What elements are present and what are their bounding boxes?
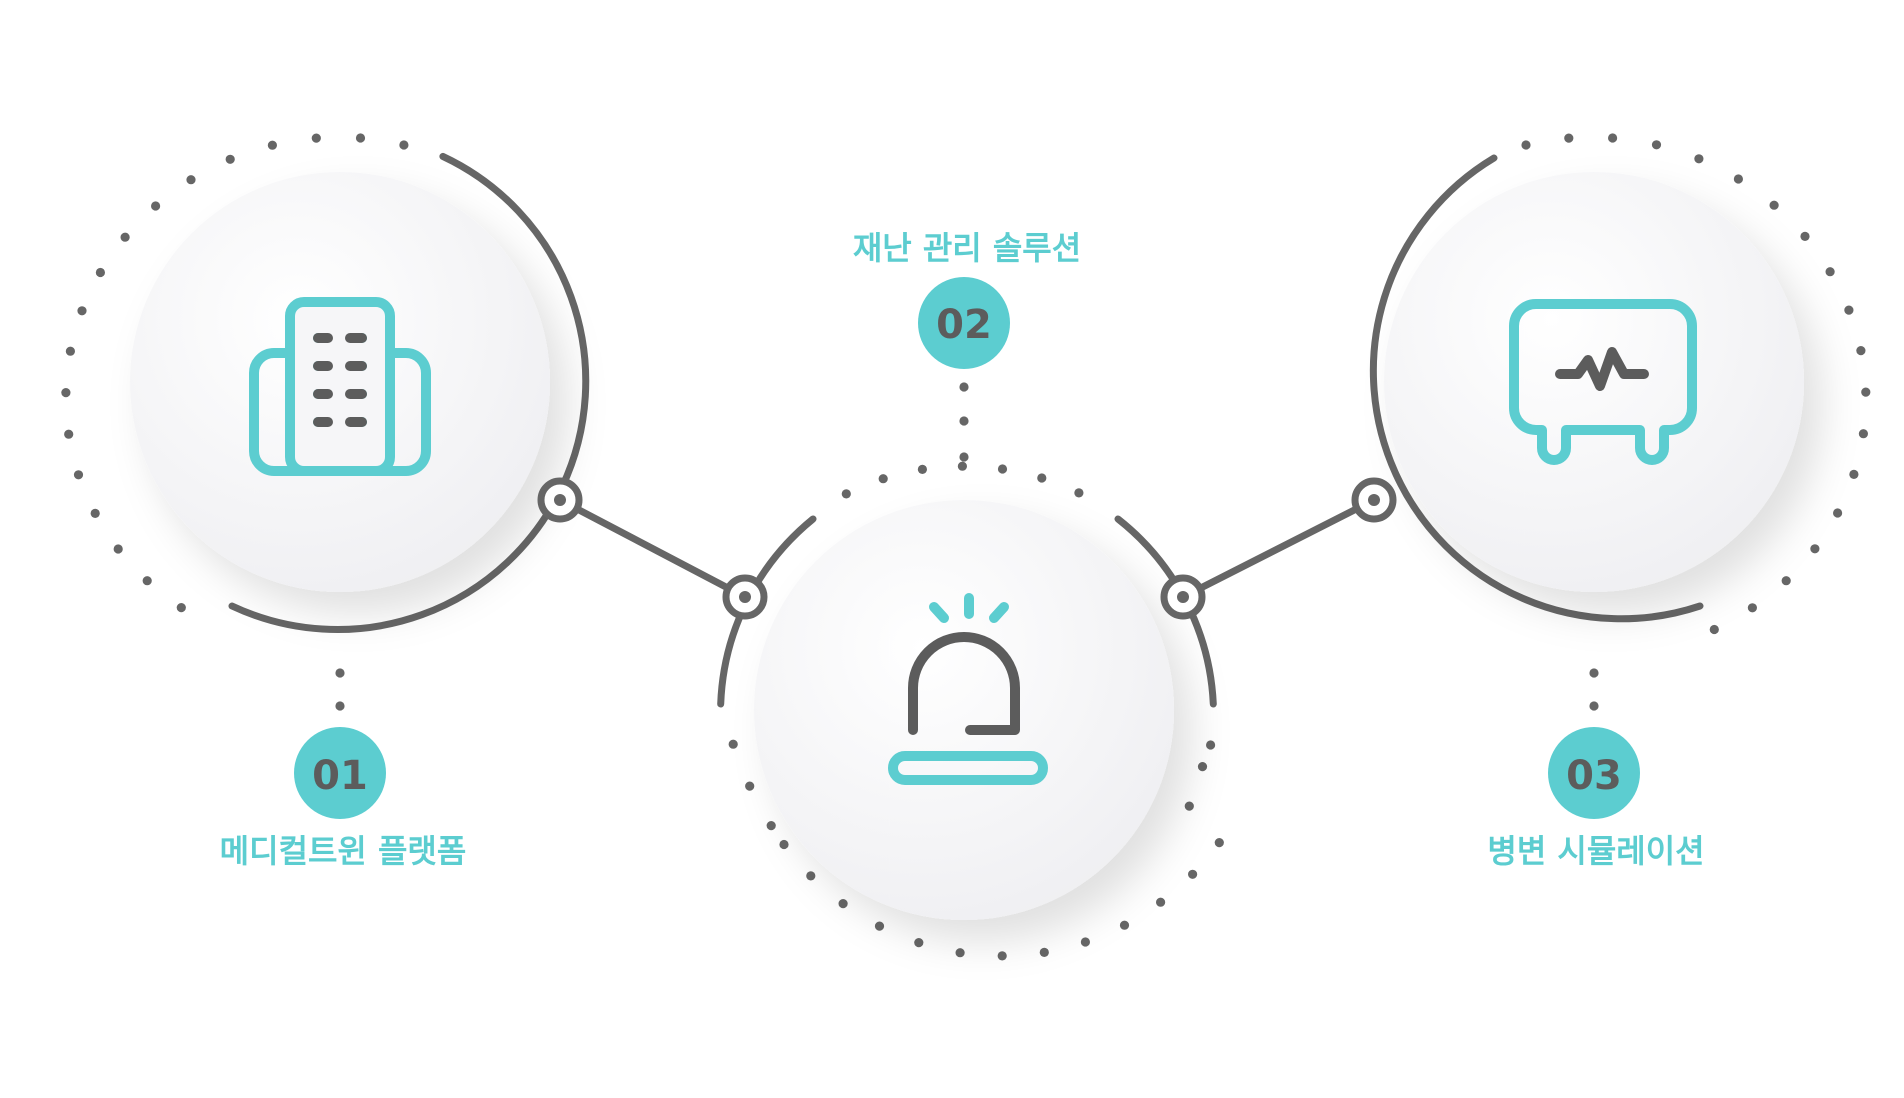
dotted-ring-2 — [728, 461, 1224, 961]
siren-icon — [888, 593, 1048, 785]
building-windows — [313, 333, 367, 427]
step-label-2: 재난 관리 솔루션 — [853, 229, 1081, 267]
junction-node-1 — [537, 477, 583, 523]
step-number-2: 02 — [936, 302, 992, 348]
step-2: 02 재난 관리 솔루션 — [717, 229, 1224, 961]
junction-node-3 — [1160, 574, 1206, 620]
dotted-ring-3 — [1521, 133, 1871, 635]
step-label-3: 병변 시뮬레이션 — [1487, 832, 1704, 870]
dotted-ring-1 — [61, 133, 409, 613]
connector-line-1-2 — [556, 496, 749, 601]
step-number-3: 03 — [1566, 753, 1622, 799]
step-badge-1 — [294, 727, 386, 819]
step-label-1: 메디컬트윈 플랫폼 — [220, 832, 467, 870]
step-badge-2 — [918, 277, 1010, 369]
junction-node-2 — [722, 574, 768, 620]
connector-line-2-3 — [1179, 496, 1378, 601]
step-1: 01 메디컬트윈 플랫폼 — [61, 133, 590, 870]
ring-arc-3 — [1369, 154, 1704, 623]
node-circle-2 — [754, 500, 1174, 920]
junction-node-4 — [1351, 477, 1397, 523]
step-number-1: 01 — [312, 753, 368, 799]
step-badge-3 — [1548, 727, 1640, 819]
monitor-pulse-icon — [1509, 299, 1697, 465]
step-3: 03 병변 시뮬레이션 — [1369, 133, 1871, 870]
